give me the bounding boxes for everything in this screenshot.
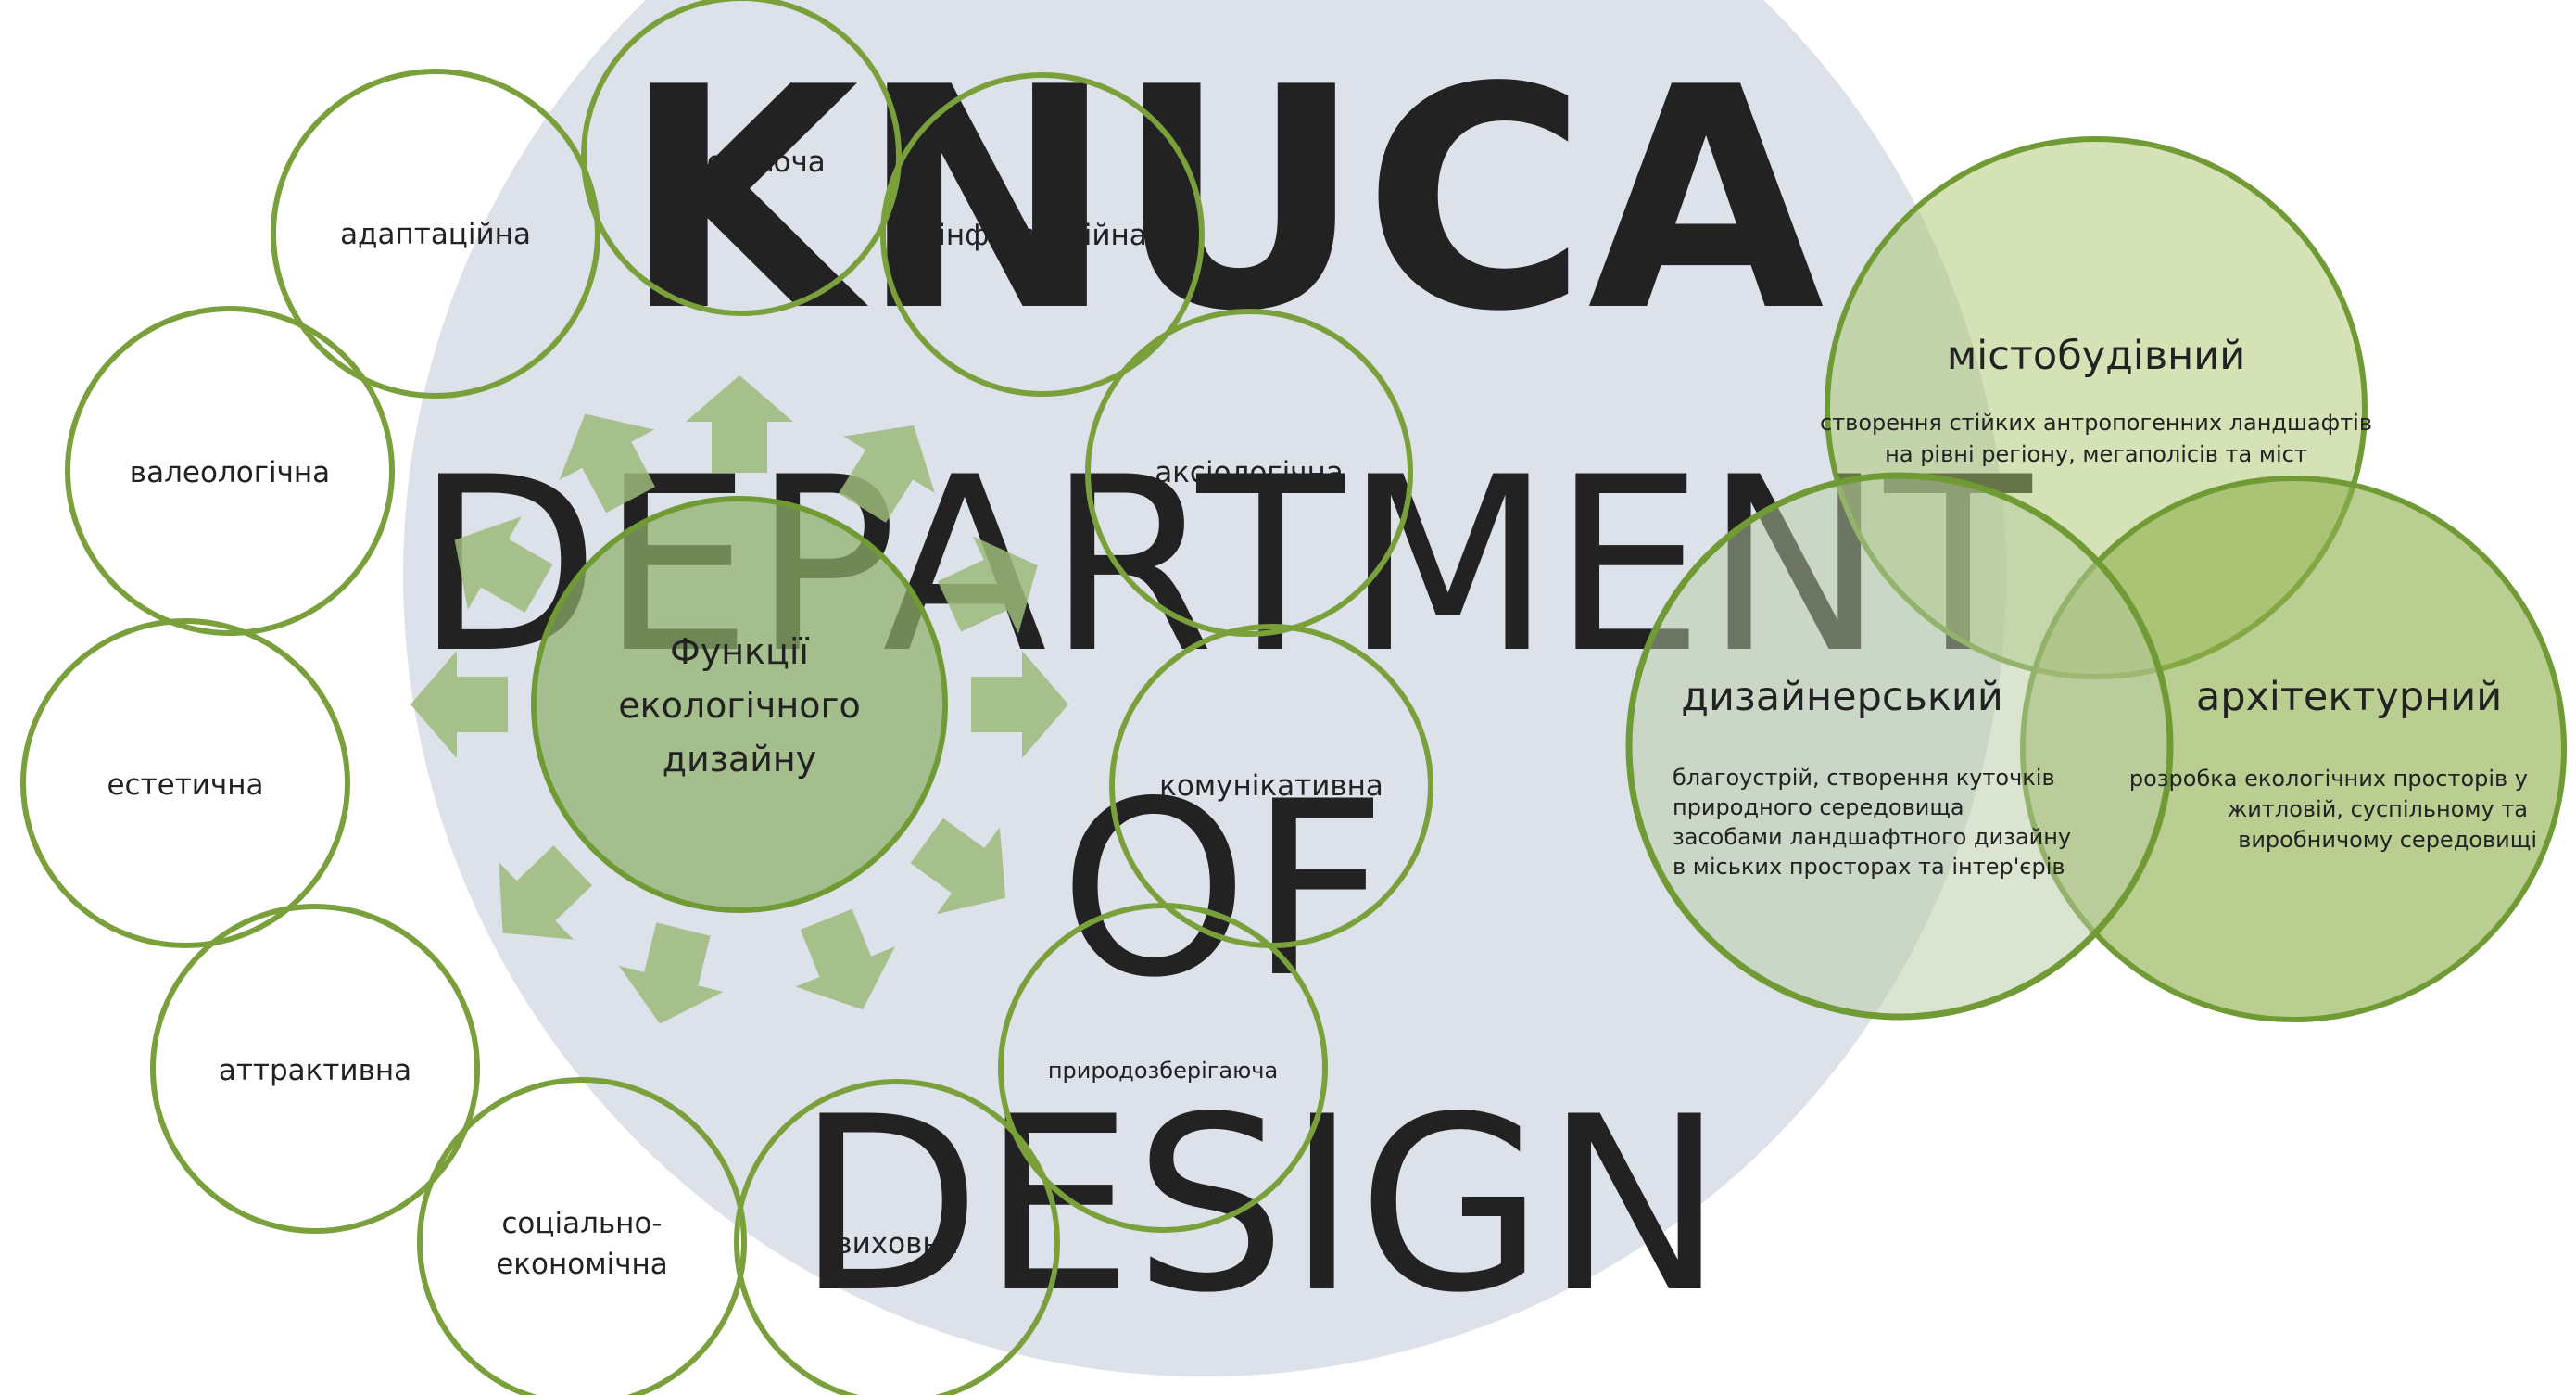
direction-arrow [559,413,656,514]
function-node-estetychna: естетична [20,618,350,948]
watermark-design: DESIGN [796,1066,1724,1346]
function-circle [150,904,480,1234]
watermark-knuca: KNUCA [622,22,1826,378]
function-label: створююча [657,146,826,179]
venn-left-line-3: засобами ландшафтного дизайну [1673,824,2071,850]
function-circle [998,903,1328,1233]
function-circle [271,69,600,399]
center-node: Функції екологічного дизайну [531,496,948,913]
function-label: естетична [107,768,263,802]
venn-top-line-2: на рівні регіону, мегаполісів та міст [1885,441,2307,467]
function-circle [880,72,1205,397]
function-ring: створююча інформаційна аксіологічна кому… [20,0,1433,1395]
function-node-adaptatsiina: адаптаційна [271,69,600,399]
direction-arrow [795,908,895,1010]
center-title-line-2: екологічного [618,685,860,726]
direction-arrow [971,651,1068,758]
venn-right-line-1: розробка екологічних просторів у [2129,766,2528,792]
center-arrows [410,375,1068,1024]
center-circle [531,496,948,913]
function-node-atraktyvna: аттрактивна [150,904,480,1234]
venn-left-line-1: благоустрій, створення куточків [1673,765,2055,791]
function-label-line-1: соціально- [501,1207,662,1240]
function-node-sotsialno-ekonomichna: соціально- економічна [417,1077,747,1395]
direction-arrow [499,845,592,940]
venn-left-title: дизайнерський [1681,674,2003,720]
venn-right-line-3: виробничому середовищі [2238,827,2537,853]
venn-diagram: містобудівний створення стійких антропог… [1625,136,2567,1022]
direction-arrow [454,516,553,613]
function-label: інформаційна [938,219,1147,252]
center-title-line-1: Функції [670,631,809,672]
function-node-aksiolohichna: аксіологічна [1085,309,1413,637]
function-node-vykhovna: виховна [734,1079,1060,1395]
watermark-ring [403,0,2006,1376]
function-node-informatsiina: інформаційна [880,72,1205,397]
function-label: виховна [835,1227,958,1261]
function-label: аксіологічна [1155,456,1344,489]
direction-arrow [618,922,724,1024]
function-circle [20,618,350,948]
function-circle [1085,309,1413,637]
function-label: адаптаційна [340,218,531,251]
function-node-valeolohichna: валеологічна [65,306,395,636]
function-label-line-2: економічна [496,1248,668,1281]
function-circle [417,1077,747,1395]
function-label: комунікативна [1159,769,1383,803]
venn-right-title: архітектурний [2196,674,2502,720]
venn-circle-left [1625,472,2174,1021]
function-circle [65,306,395,636]
function-label: валеологічна [130,456,330,489]
direction-arrow [410,651,508,758]
function-node-pryrodozberihaiucha: природозберігаюча [998,903,1328,1233]
venn-left-line-2: природного середовища [1673,794,1964,820]
direction-arrow [937,536,1038,634]
function-label: природозберігаюча [1048,1058,1278,1084]
venn-top-title: містобудівний [1947,333,2245,379]
venn-left-line-4: в міських просторах та інтер'єрів [1673,854,2065,880]
function-circle [581,0,902,316]
function-node-stvoriuiucha: створююча [581,0,902,316]
direction-arrow [839,425,935,523]
function-circle [734,1079,1060,1395]
venn-top-line-1: створення стійких антропогенних ландшафт… [1820,410,2372,436]
direction-arrow [686,375,793,473]
venn-right-line-2: житловій, суспільному та [2228,796,2528,822]
center-title-line-3: дизайну [663,739,817,780]
direction-arrow [910,818,1006,915]
function-label: аттрактивна [219,1054,411,1087]
